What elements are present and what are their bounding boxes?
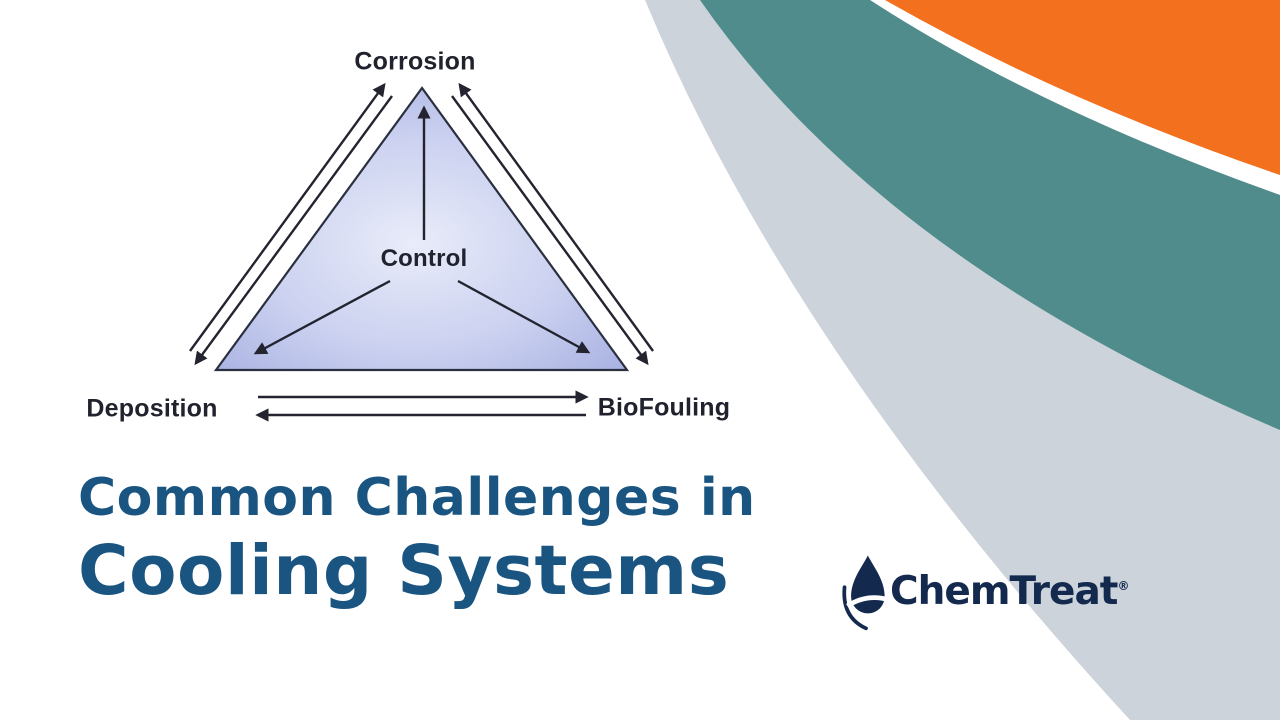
logo-wordmark: ChemTreat bbox=[890, 568, 1118, 614]
chemtreat-logo: ChemTreat® bbox=[838, 550, 1129, 632]
right-edge-down-arrow bbox=[451, 95, 649, 366]
label-deposition: Deposition bbox=[86, 394, 218, 423]
label-biofouling: BioFouling bbox=[597, 393, 731, 422]
logo-text: ChemTreat® bbox=[890, 568, 1129, 614]
left-edge-up-arrow bbox=[189, 82, 386, 352]
control-to-biofouling-arrow bbox=[457, 279, 591, 354]
water-drop-icon bbox=[842, 555, 892, 631]
title-line-1: Common Challenges in bbox=[78, 468, 756, 528]
orange-swoosh bbox=[885, 0, 1280, 175]
slide-title: Common Challenges in Cooling Systems bbox=[78, 468, 756, 612]
teal-swoosh bbox=[700, 0, 1280, 430]
triangle-shape bbox=[213, 86, 630, 372]
triangle-diagram-graphic bbox=[189, 82, 654, 422]
title-line-2: Cooling Systems bbox=[78, 531, 730, 612]
control-to-deposition-arrow bbox=[253, 279, 391, 355]
right-edge-up-arrow bbox=[458, 82, 654, 352]
label-corrosion: Corrosion bbox=[354, 47, 476, 76]
registered-mark: ® bbox=[1117, 578, 1129, 593]
left-edge-down-arrow bbox=[194, 95, 393, 366]
label-control: Control bbox=[380, 245, 468, 272]
